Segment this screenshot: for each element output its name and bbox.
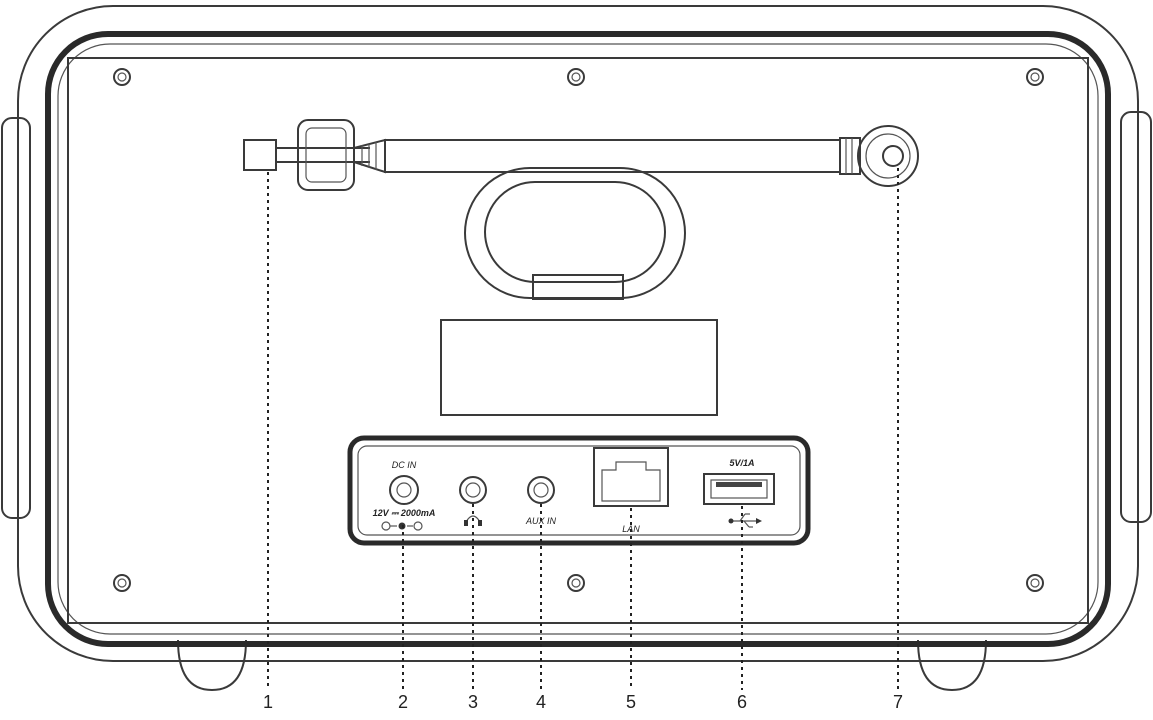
dc-in-jack — [389, 475, 419, 505]
right-side-grille — [1120, 111, 1152, 523]
telescopic-antenna — [243, 119, 919, 191]
screw-top-right — [1026, 68, 1044, 86]
back-panel — [67, 57, 1089, 624]
usb-icon — [728, 513, 762, 528]
usb-rating-label: 5V/1A — [729, 458, 754, 468]
dc-in-rating: 12V ⎓ 2000mA — [373, 508, 436, 518]
carry-handle — [464, 167, 686, 300]
lan-port — [593, 447, 669, 507]
aux-in-jack — [527, 476, 555, 504]
callout-4: 4 — [536, 692, 546, 712]
right-foot — [917, 639, 987, 692]
headphone-icon — [464, 515, 482, 526]
left-foot — [177, 639, 247, 692]
dc-in-label: DC IN — [392, 460, 417, 470]
usb-port — [703, 473, 775, 505]
left-side-grille — [1, 117, 31, 519]
label-plate — [440, 319, 718, 416]
connector-panel-inner — [357, 445, 801, 536]
screw-bottom-right — [1026, 574, 1044, 592]
connector-panel — [347, 435, 811, 546]
callout-3: 3 — [468, 692, 478, 712]
screw-bottom-center — [567, 574, 585, 592]
callout-5: 5 — [626, 692, 636, 712]
callout-6: 6 — [737, 692, 747, 712]
headphone-jack — [459, 476, 487, 504]
callout-7: 7 — [893, 692, 903, 712]
outer-housing — [17, 5, 1139, 662]
screw-bottom-left — [113, 574, 131, 592]
callout-1: 1 — [263, 692, 273, 712]
housing-rim — [45, 31, 1111, 647]
callout-2: 2 — [398, 692, 408, 712]
housing-rim-inner — [57, 43, 1099, 635]
screw-top-center — [567, 68, 585, 86]
screw-top-left — [113, 68, 131, 86]
